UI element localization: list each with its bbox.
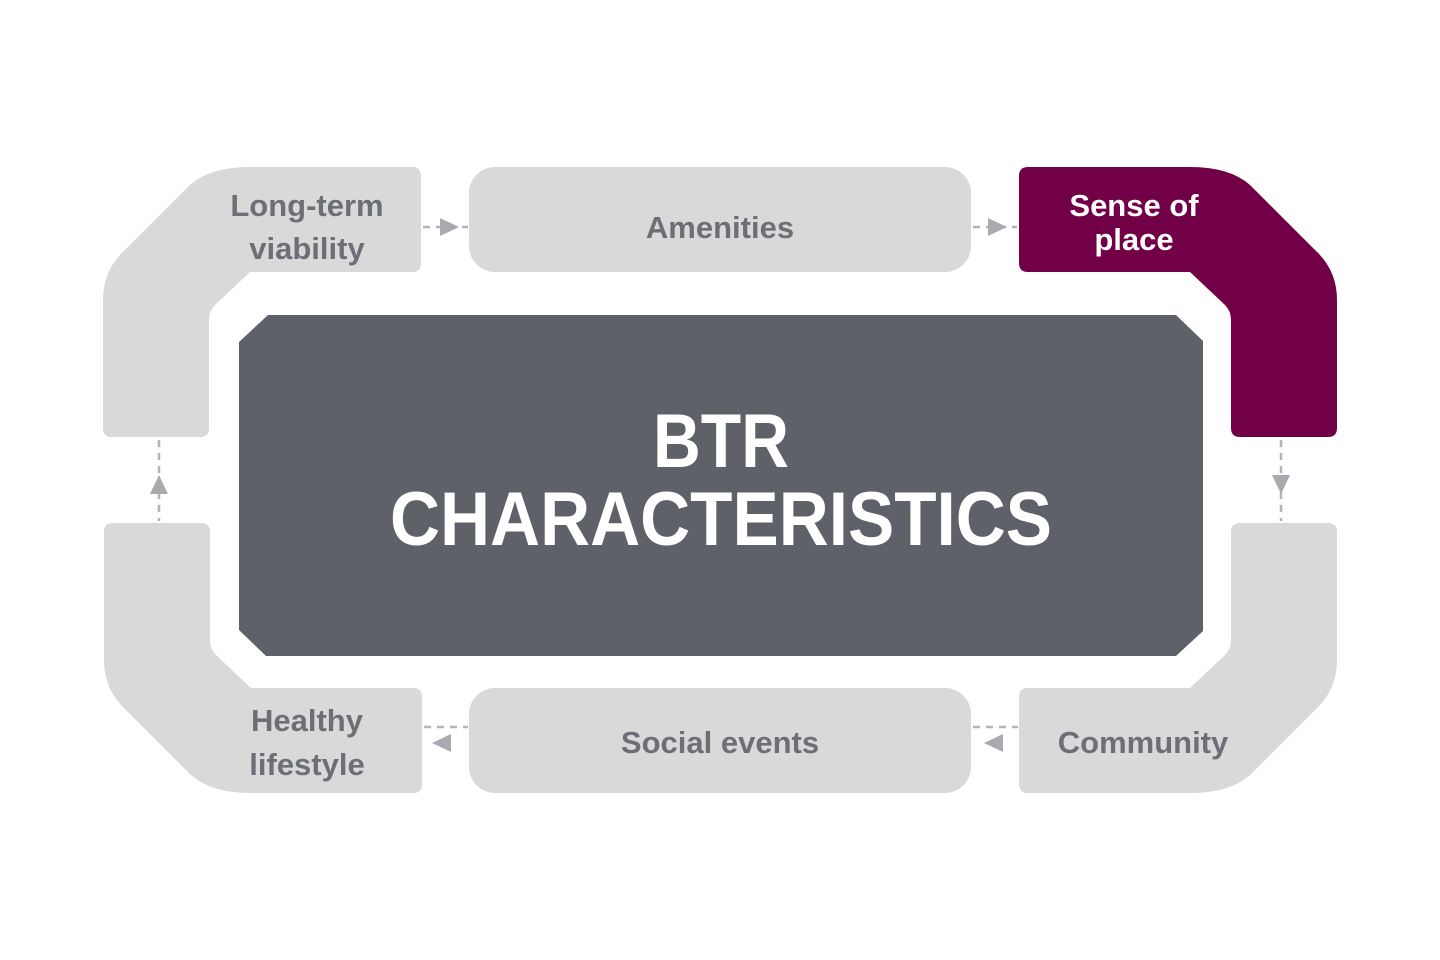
node-label: viability — [249, 231, 365, 266]
center-box — [239, 315, 1203, 656]
node-long-term-viability[interactable]: Long-term viability — [103, 167, 421, 437]
arrow-down-icon — [1272, 440, 1290, 521]
arrow-right-icon — [973, 218, 1017, 236]
arrow-left-icon — [424, 725, 468, 752]
node-label: Healthy — [251, 703, 364, 738]
arrow-right-icon — [423, 218, 468, 236]
center-title-line2: CHARACTERISTICS — [390, 477, 1052, 562]
node-label: Sense of — [1069, 188, 1199, 223]
arrow-up-icon — [150, 440, 168, 521]
node-amenities[interactable]: Amenities — [469, 167, 971, 272]
node-community[interactable]: Community — [1019, 523, 1337, 793]
node-label: Long-term — [230, 188, 383, 223]
center-title-line1: BTR — [653, 399, 789, 484]
node-sense-of-place[interactable]: Sense of place — [1019, 167, 1337, 437]
node-label: Social events — [621, 725, 819, 760]
node-label: Community — [1058, 725, 1229, 760]
node-social-events[interactable]: Social events — [469, 688, 971, 793]
node-label: Amenities — [646, 210, 794, 245]
node-label: lifestyle — [249, 747, 364, 782]
node-label: place — [1094, 222, 1173, 257]
node-healthy-lifestyle[interactable]: Healthy lifestyle — [104, 523, 422, 793]
arrow-left-icon — [973, 725, 1018, 752]
